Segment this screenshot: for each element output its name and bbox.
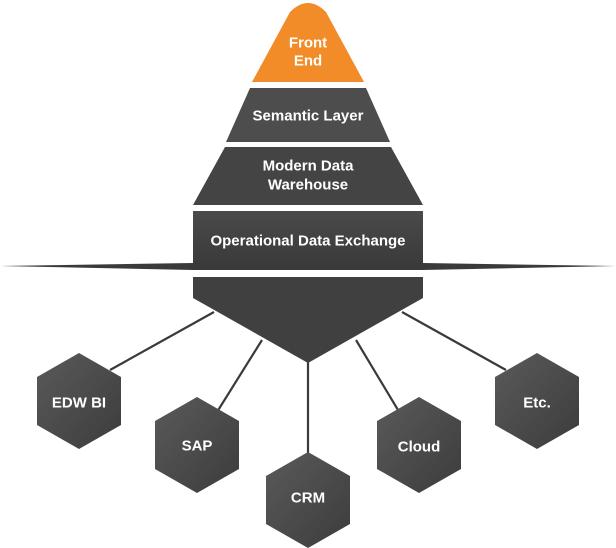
source-node-crm-label: CRM [291, 490, 325, 507]
layer-semantic-label: Semantic Layer [253, 108, 364, 125]
source-node-sap-label: SAP [182, 438, 213, 455]
source-node-cloud-label: Cloud [398, 439, 441, 456]
layer-operational-data-exchange-label: Operational Data Exchange [210, 233, 405, 250]
layer-front-end-label-line1: Front [289, 35, 327, 52]
source-node-edw-bi: EDW BI [37, 353, 121, 449]
horizon-line [0, 263, 616, 270]
source-node-etc-label: Etc. [523, 395, 551, 412]
layer-semantic: Semantic Layer [226, 88, 390, 142]
layer-operational-data-exchange: Operational Data Exchange [193, 211, 423, 263]
layer-front-end-label-line2: End [294, 53, 322, 70]
source-node-edw-bi-label: EDW BI [52, 395, 106, 412]
source-node-crm: CRM [266, 452, 350, 548]
layer-front-end: Front End [252, 3, 364, 82]
source-node-etc: Etc. [495, 353, 579, 449]
source-node-sap: SAP [155, 397, 239, 493]
source-node-cloud: Cloud [377, 397, 461, 493]
connector-cloud [355, 339, 405, 421]
funnel-bottom [193, 277, 423, 363]
layer-modern-data-warehouse-label-line2: Warehouse [268, 177, 348, 194]
connector-sap [211, 339, 263, 421]
layer-modern-data-warehouse-label-line1: Modern Data [263, 158, 355, 175]
connector-lines [109, 311, 507, 458]
connector-etc [401, 311, 507, 371]
connector-edw-bi [109, 311, 215, 371]
layer-modern-data-warehouse: Modern Data Warehouse [193, 147, 423, 205]
